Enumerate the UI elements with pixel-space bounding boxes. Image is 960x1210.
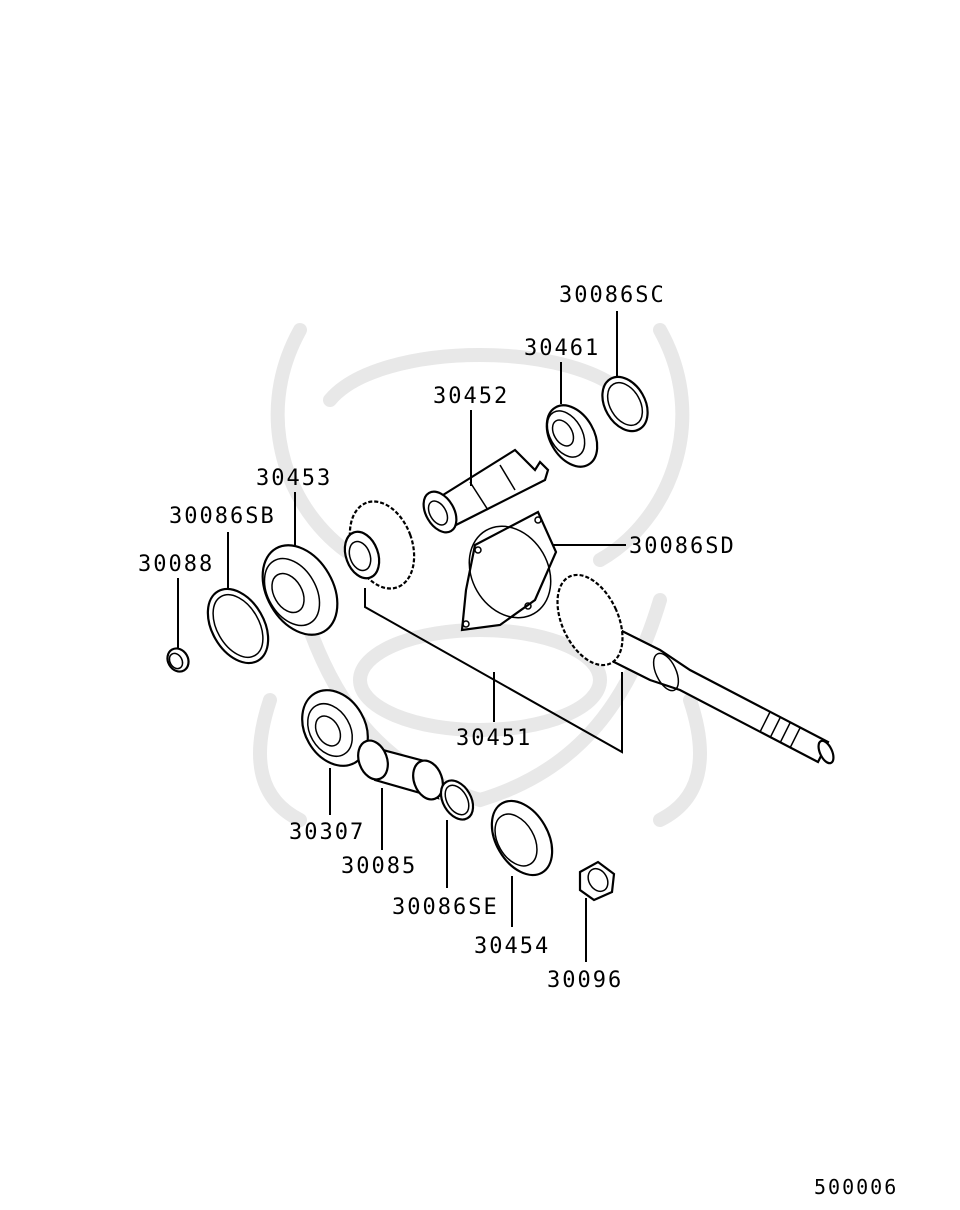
bearing-30454 (490, 799, 554, 877)
callout-30086SD: 30086SD (629, 534, 736, 559)
snap-ring-30086SB (206, 587, 270, 665)
callout-30086SC: 30086SC (559, 283, 666, 308)
callout-30454: 30454 (474, 934, 550, 959)
callout-30451: 30451 (456, 726, 532, 751)
collar-30085 (357, 739, 444, 801)
bearing-30461 (545, 404, 599, 468)
bearing-30307 (301, 689, 369, 767)
shaft-30452 (422, 448, 550, 534)
sleeve-30088 (166, 647, 190, 673)
callout-30461: 30461 (524, 336, 600, 361)
snap-ring-30086SE (439, 779, 475, 821)
callout-30096: 30096 (547, 968, 623, 993)
callout-30453: 30453 (256, 466, 332, 491)
bearing-30453 (261, 544, 339, 636)
callout-30086SE: 30086SE (392, 895, 499, 920)
leader-lines (177, 311, 626, 962)
callout-30307: 30307 (289, 820, 365, 845)
watermark-emblem (253, 323, 707, 827)
callout-30452: 30452 (433, 384, 509, 409)
bevel-gear-30451-left (343, 500, 416, 590)
gasket-30086SD (460, 510, 558, 632)
callout-30085: 30085 (341, 854, 417, 879)
callout-30086SB: 30086SB (169, 504, 276, 529)
nut-30096 (578, 860, 616, 902)
snap-ring-30086SC (601, 375, 649, 433)
drive-shaft-30451-right (556, 573, 835, 765)
diagram-id: 500006 (814, 1175, 898, 1199)
callout-30088: 30088 (138, 552, 214, 577)
